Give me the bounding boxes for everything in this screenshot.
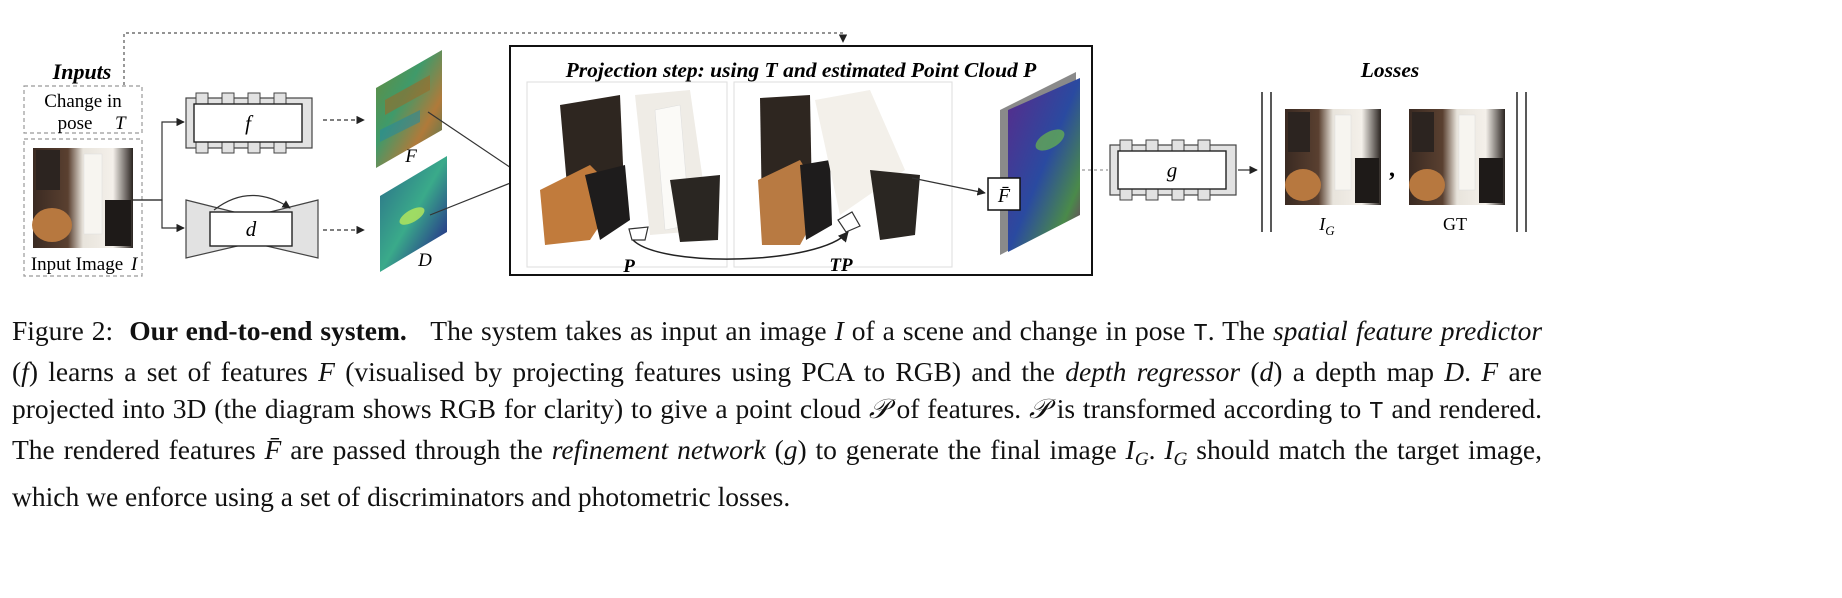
- caption-text: .: [1148, 434, 1156, 465]
- generated-image-thumbnail: [1285, 109, 1381, 205]
- caption-text: of a scene and change in pose: [851, 315, 1186, 346]
- caption-text: (: [774, 434, 784, 465]
- caption-symbol: g: [783, 434, 798, 465]
- feature-map-image: [376, 50, 442, 168]
- projection-title: Projection step: using T and estimated P…: [565, 58, 1038, 82]
- caption-term: refinement network: [551, 434, 766, 465]
- caption-term: spatial feature predictor: [1272, 315, 1543, 346]
- rendered-features-label: F̄: [997, 185, 1011, 207]
- figure-number: Figure 2:: [12, 315, 114, 346]
- input-image-symbol: I: [130, 254, 139, 275]
- caption-symbol: T: [1193, 321, 1208, 348]
- caption-symbol: D: [1444, 356, 1465, 387]
- caption-symbol: 𝒫: [868, 393, 889, 425]
- depth-to-projection-arrow: [429, 176, 524, 216]
- inputs-title: Inputs: [52, 59, 112, 84]
- input-to-d-arrow: [133, 199, 185, 233]
- caption-text: ) a depth map: [1273, 356, 1434, 387]
- caption-text: and rendered. The rendered features: [12, 393, 1543, 465]
- transformed-point-cloud-scene: [733, 81, 953, 268]
- caption-text: is transformed according to: [1056, 393, 1362, 424]
- features-to-projection-arrow: [427, 111, 524, 177]
- caption-text: (: [12, 356, 22, 387]
- caption-text: (visualised by projecting features using…: [345, 356, 1055, 387]
- network-d-label: d: [246, 217, 257, 241]
- caption-symbol: F: [318, 356, 335, 387]
- caption-symbol: IG: [1164, 434, 1188, 470]
- caption-term: depth regressor: [1065, 356, 1241, 387]
- caption-symbol: 𝒫: [1029, 393, 1049, 425]
- pose-input-line1: Change in: [44, 91, 122, 112]
- caption-text: should match the target image, which we …: [12, 434, 1543, 512]
- caption-symbol: f: [21, 356, 29, 387]
- caption-text: .: [1464, 356, 1472, 387]
- caption-symbol: F̄: [264, 434, 282, 465]
- caption-text: of features.: [896, 393, 1022, 424]
- input-image-label: Input Image: [31, 254, 123, 275]
- network-f-label: f: [245, 111, 254, 135]
- caption-text: ) learns a set of features: [28, 356, 308, 387]
- figure-caption: Figure 2: Our end-to-end system. The sys…: [12, 312, 1542, 515]
- network-g-label: g: [1167, 158, 1178, 182]
- rendered-features-label-box: [987, 177, 1021, 211]
- pose-symbol: T: [115, 113, 127, 134]
- ground-truth-thumbnail: [1409, 109, 1505, 205]
- pose-input-line2: pose: [58, 113, 93, 134]
- caption-text: are projected into 3D (the diagram shows…: [12, 356, 1543, 424]
- network-g-block: [1109, 139, 1237, 201]
- pose-connection-line: [123, 32, 848, 85]
- features-label: F: [404, 146, 417, 167]
- caption-symbol: I: [834, 315, 844, 346]
- losses-comma: ,: [1389, 156, 1395, 182]
- transform-arc: [632, 231, 849, 260]
- caption-text: are passed through the: [290, 434, 543, 465]
- network-d-block: [185, 194, 319, 259]
- caption-symbol: IG: [1125, 434, 1149, 470]
- generated-image-label: IG: [1318, 214, 1335, 238]
- caption-symbol: T: [1369, 399, 1384, 426]
- caption-text: . The: [1207, 315, 1265, 346]
- pose-input-box: [23, 85, 143, 134]
- system-diagram: Inputs Change in pose T Input Image I f …: [23, 32, 1527, 277]
- caption-symbol: d: [1259, 356, 1274, 387]
- depth-map-image: [380, 156, 447, 272]
- caption-text: The system takes as input an image: [430, 315, 827, 346]
- render-arrow: [911, 177, 986, 196]
- transformed-point-cloud-label: TP: [829, 255, 853, 276]
- caption-text: ) to generate the final image: [797, 434, 1117, 465]
- losses-title: Losses: [1360, 58, 1420, 82]
- ground-truth-label: GT: [1443, 214, 1467, 234]
- caption-symbol: F: [1481, 356, 1499, 387]
- caption-text: (: [1250, 356, 1260, 387]
- point-cloud-label: P: [622, 256, 635, 277]
- depth-label: D: [417, 250, 432, 271]
- point-cloud-scene: [526, 81, 728, 268]
- caption-title: Our end-to-end system.: [129, 315, 407, 346]
- input-image-thumbnail: [32, 148, 133, 248]
- network-f-block: [185, 92, 313, 154]
